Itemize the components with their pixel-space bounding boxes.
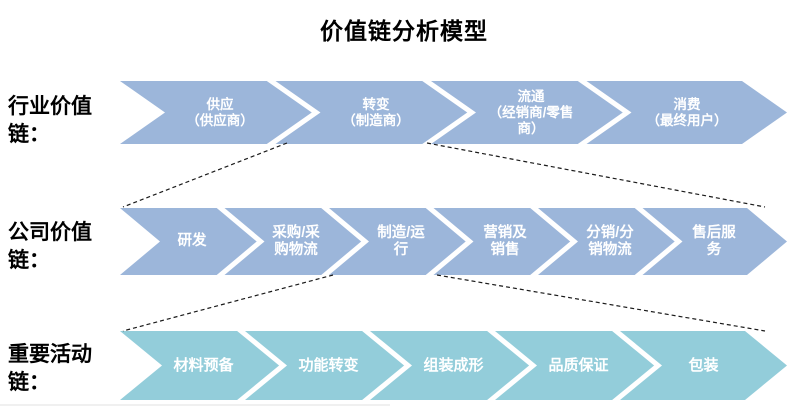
activity-chain-svg <box>120 331 787 400</box>
chevron-shape <box>120 81 330 144</box>
chevron-shape <box>530 208 691 275</box>
chevron-shape <box>237 331 420 400</box>
diagram-title: 价值链分析模型 <box>320 18 488 44</box>
connector-line-transform-to-company-right <box>426 142 766 208</box>
bottom-edge-divider <box>0 404 390 406</box>
chevron-shape <box>612 331 787 400</box>
row-label-company-chain: 公司价值链： <box>8 221 92 272</box>
chevron-shape <box>266 81 485 144</box>
industry-chain-svg <box>120 81 787 144</box>
connector-line-transform-to-company-left <box>122 142 288 208</box>
chevron-shape <box>487 331 670 400</box>
chevron-shape <box>321 208 482 275</box>
chevron-shape <box>634 208 787 275</box>
chevron-shape <box>425 208 586 275</box>
connector-line-manufacture-to-activity-left <box>122 274 334 332</box>
chevron-shape <box>577 81 787 144</box>
chevron-shape <box>120 331 295 400</box>
company-chain-svg <box>120 208 787 275</box>
chevron-shape <box>362 331 545 400</box>
chevron-shape <box>120 208 273 275</box>
row-label-activity-chain: 重要活动链： <box>8 343 92 394</box>
row-label-industry-chain: 行业价值链： <box>8 95 92 146</box>
connector-line-manufacture-to-activity-right <box>436 274 766 332</box>
chevron-shape <box>422 81 641 144</box>
chevron-shape <box>216 208 377 275</box>
